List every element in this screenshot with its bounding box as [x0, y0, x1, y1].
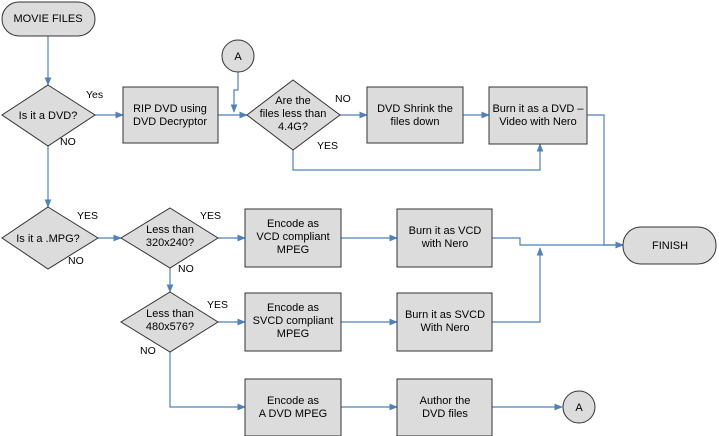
edge-burnsvcd-to-finish — [492, 247, 544, 323]
edge-label-l480-yes: YES — [207, 299, 228, 311]
node-connector-a-top: A — [221, 39, 255, 73]
label-line-2: files less than — [260, 108, 327, 120]
edge-label-dvd-no: NO — [60, 136, 76, 148]
label-line-2: Video with Nero — [499, 116, 576, 128]
label-line-1: Burn it as a DVD – — [492, 103, 584, 115]
label-line-1: Author the — [420, 395, 471, 407]
node-encode-svcd: Encode as SVCD compliant MPEG — [244, 292, 342, 352]
edge-labels: Yes NO NO YES YES NO YES NO YES NO — [60, 89, 351, 357]
edge-l480-no-to-encdvd — [169, 352, 246, 411]
node-encode-vcd: Encode as VCD compliant MPEG — [244, 208, 342, 268]
label-line-1: DVD Shrink the — [377, 103, 453, 115]
node-burn-svcd: Burn it as SVCD With Nero — [396, 292, 493, 352]
label: MOVIE FILES — [13, 13, 82, 25]
node-less-480: Less than 480x576? — [120, 291, 219, 353]
label-line-1: Encode as — [267, 302, 319, 314]
label-line-2: 480x576? — [146, 321, 194, 333]
label-line-2: DVD Decryptor — [133, 116, 207, 128]
label-line-2: DVD files — [422, 408, 468, 420]
edge-a-to-files — [230, 72, 239, 113]
node-is-dvd: Is it a DVD? — [1, 84, 96, 147]
label-line-1: Less than — [146, 308, 194, 320]
node-burn-dvd: Burn it as a DVD – Video with Nero — [488, 86, 588, 145]
node-author-dvd: Author the DVD files — [396, 378, 493, 436]
node-encode-dvd: Encode as A DVD MPEG — [244, 378, 342, 436]
edge-label-files-no: NO — [335, 93, 351, 105]
label-line-2: SVCD compliant — [253, 315, 334, 327]
edge-burn-to-finish — [587, 114, 624, 249]
node-dvd-shrink: DVD Shrink the files down — [366, 86, 464, 144]
label-line-2: VCD compliant — [256, 231, 329, 243]
label-line-2: 320x240? — [146, 237, 194, 249]
label: A — [234, 51, 242, 63]
label-line-2: files down — [391, 116, 440, 128]
edge-label-files-yes: YES — [317, 140, 338, 152]
edges — [44, 36, 624, 411]
node-connector-a-bottom: A — [562, 390, 596, 424]
label: Is it a DVD? — [19, 110, 78, 122]
label: Is it a .MPG? — [16, 233, 80, 245]
node-movie-files: MOVIE FILES — [1, 1, 96, 37]
node-rip-dvd: RIP DVD using DVD Decryptor — [122, 86, 219, 144]
label-line-1: Encode as — [267, 395, 319, 407]
label-line-3: MPEG — [277, 244, 309, 256]
label: FINISH — [652, 240, 688, 252]
edge-label-l480-no: NO — [140, 345, 156, 357]
label: A — [575, 402, 583, 414]
edge-files-yes-to-burn — [292, 143, 544, 171]
node-finish: FINISH — [622, 226, 717, 265]
label-line-2: with Nero — [421, 238, 468, 250]
label-line-1: Burn it as SVCD — [405, 309, 485, 321]
edge-label-dvd-yes: Yes — [86, 89, 103, 101]
node-is-mpg: Is it a .MPG? — [1, 206, 99, 270]
label-line-3: 4.4G? — [278, 121, 308, 133]
label-line-1: Less than — [146, 224, 194, 236]
edge-label-l320-no: NO — [178, 263, 194, 275]
edge-label-l320-yes: YES — [200, 210, 221, 222]
label-line-2: A DVD MPEG — [259, 408, 327, 420]
label-line-1: Burn it as VCD — [409, 225, 482, 237]
label-line-2: With Nero — [421, 322, 470, 334]
edge-label-mpg-yes: YES — [77, 210, 98, 222]
node-files-less: Are the files less than 4.4G? — [246, 79, 341, 151]
label-line-1: Encode as — [267, 218, 319, 230]
edge-burnvcd-to-finish — [492, 237, 624, 249]
label-line-1: RIP DVD using — [133, 103, 207, 115]
node-less-320: Less than 320x240? — [120, 207, 219, 269]
edge-label-mpg-no: NO — [68, 255, 84, 267]
label-line-1: Are the — [275, 95, 310, 107]
node-burn-vcd: Burn it as VCD with Nero — [396, 208, 493, 268]
label-line-3: MPEG — [277, 328, 309, 340]
